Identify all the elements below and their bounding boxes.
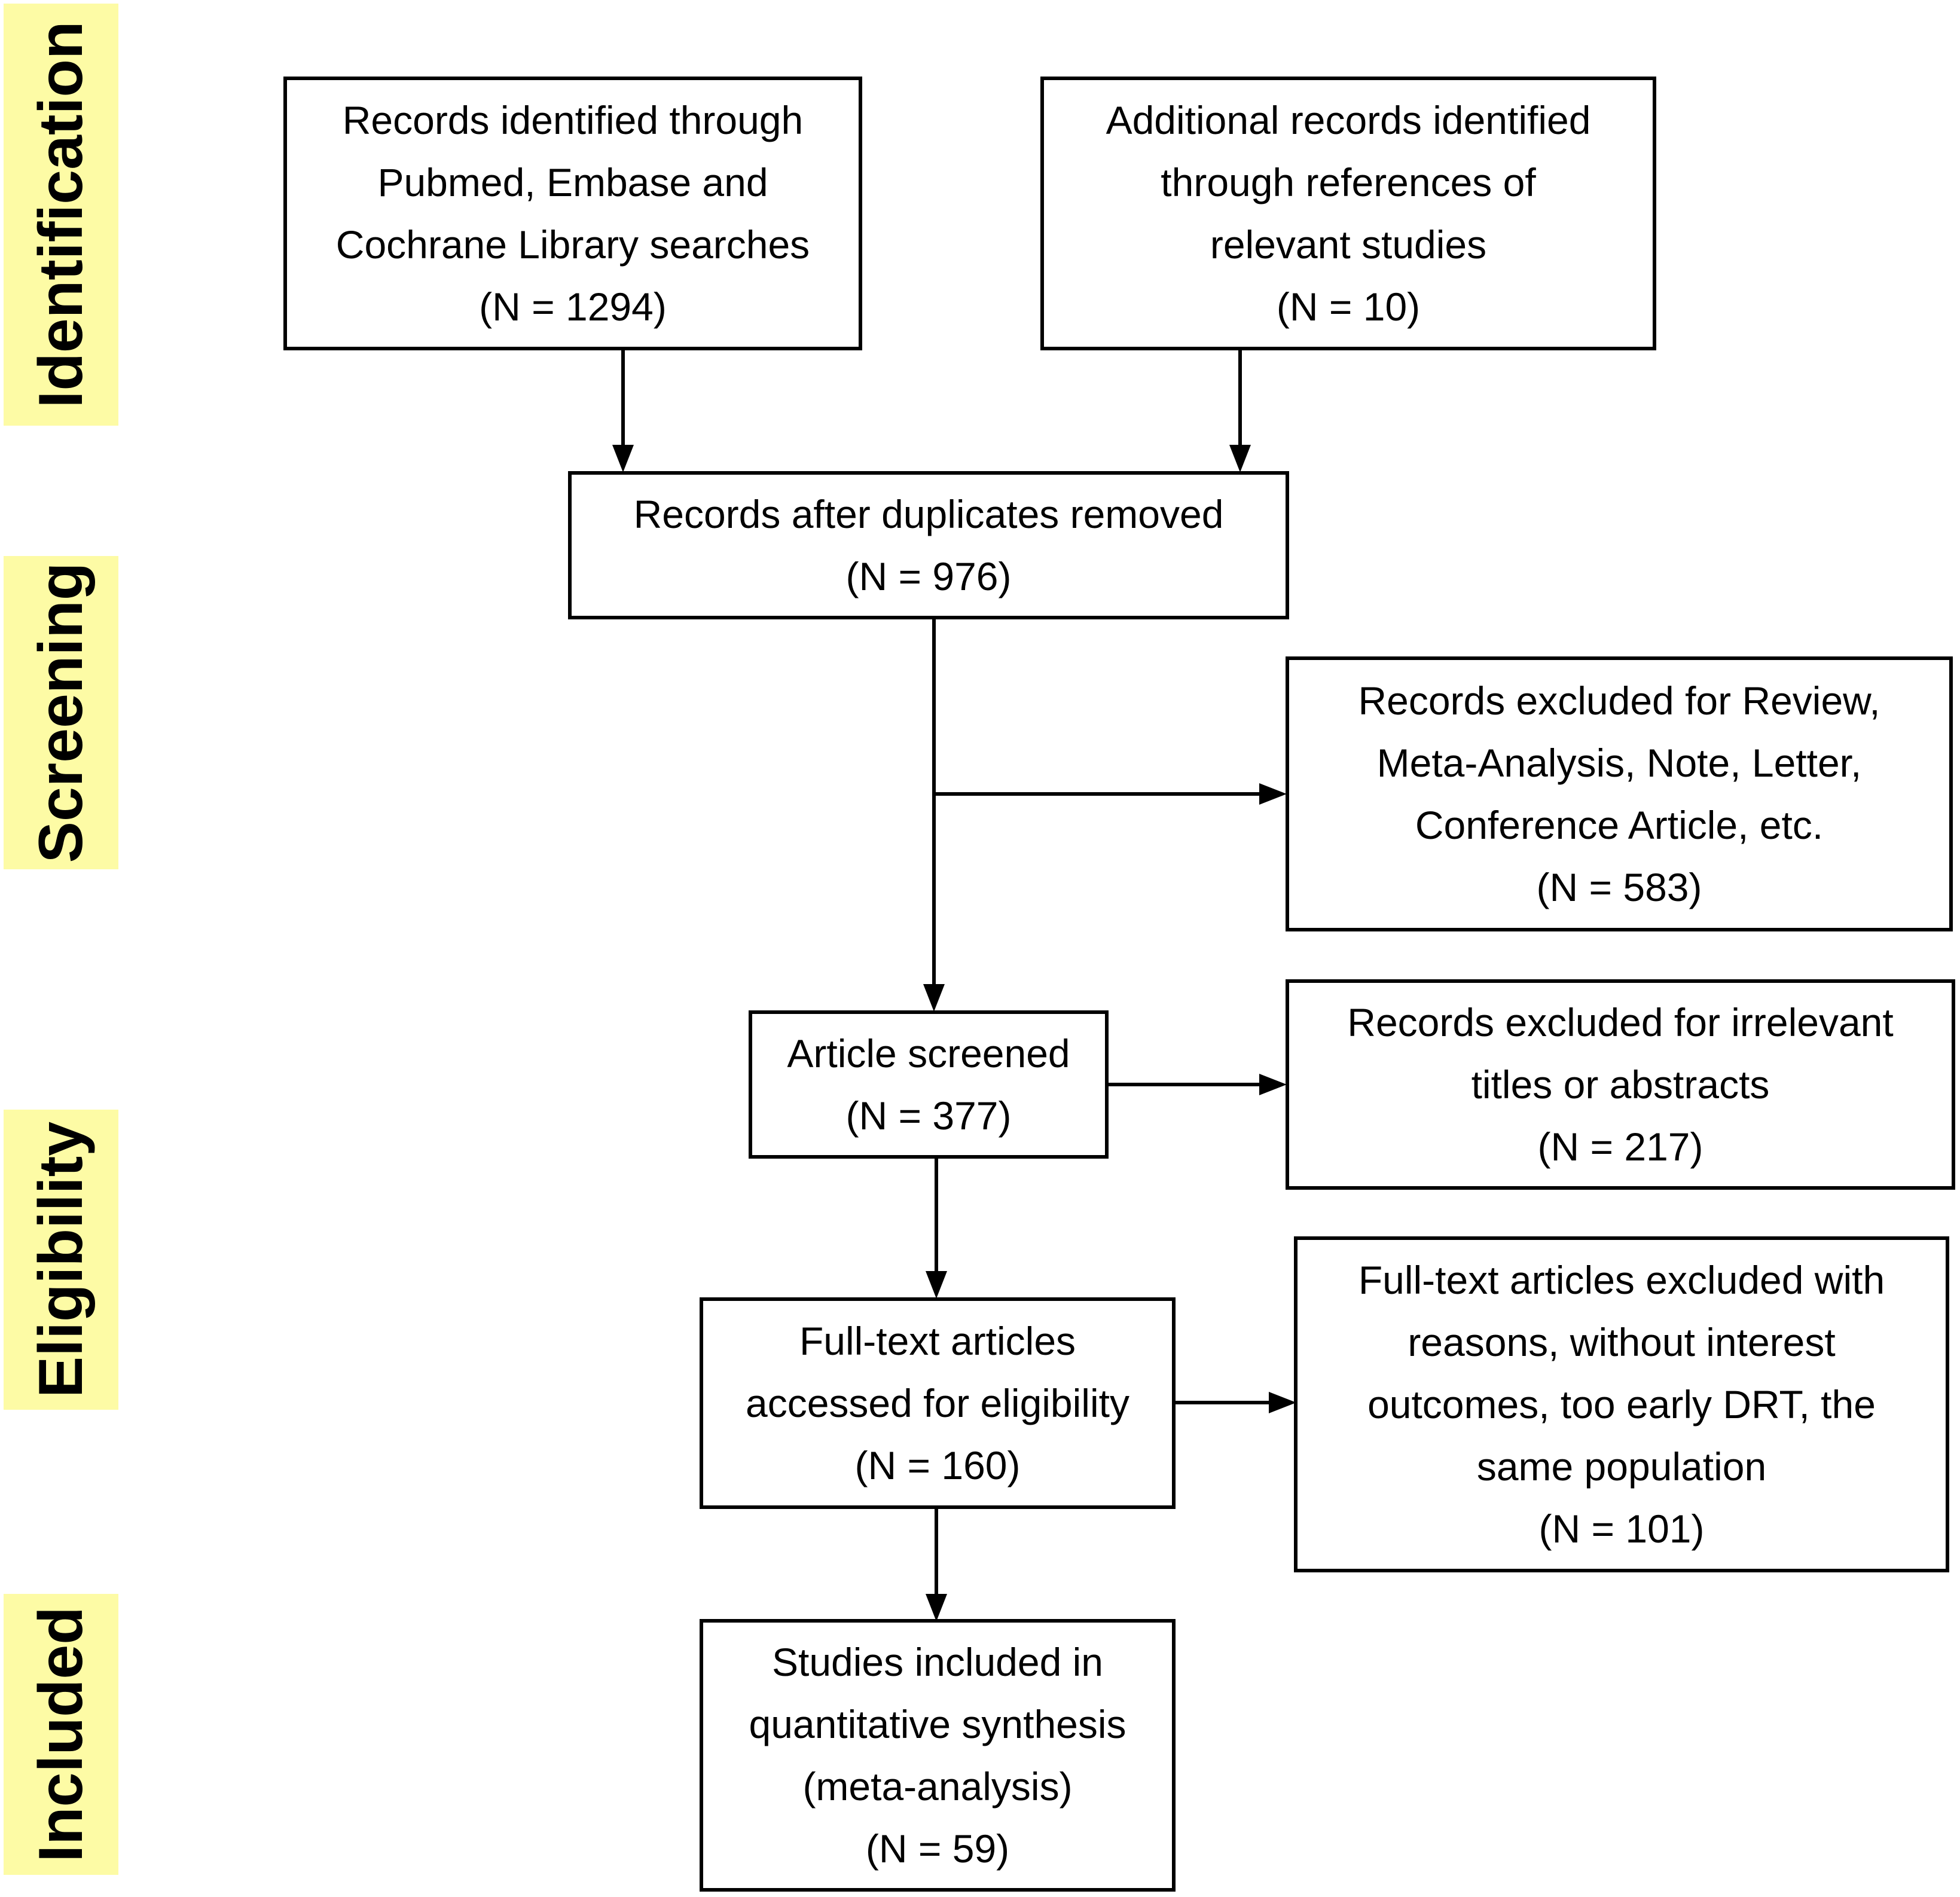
additional-records-box: Additional records identified through re… [1040,77,1656,350]
included-box: Studies included in quantitative synthes… [700,1619,1176,1892]
arrowhead-included [926,1594,947,1621]
database-search-line-3: Cochrane Library searches [335,222,810,267]
excluded-irrelevant-box: Records excluded for irrelevant titles o… [1286,979,1955,1190]
fulltext-excluded-count: (N = 101) [1538,1507,1705,1551]
fulltext-assessed-line-2: accessed for eligibility [746,1381,1129,1425]
after-duplicates-line-1: Records after duplicates removed [633,492,1224,536]
additional-records-line-1: Additional records identified [1106,98,1591,142]
after-duplicates-box: Records after duplicates removed (N = 97… [568,471,1289,619]
excluded-irrelevant-count: (N = 217) [1537,1125,1703,1169]
included-line-3: (meta-analysis) [802,1764,1073,1809]
arrowhead-additional [1229,445,1251,472]
after-duplicates-count: (N = 976) [845,554,1012,598]
additional-records-count: (N = 10) [1276,285,1421,329]
fulltext-excluded-line-2: reasons, without interest [1408,1320,1836,1364]
database-search-count: (N = 1294) [479,285,667,329]
included-count: (N = 59) [865,1826,1010,1871]
fulltext-excluded-box: Full-text articles excluded with reasons… [1294,1236,1949,1572]
arrowhead-excluded-irrelevant [1259,1074,1287,1095]
arrowhead-screened [923,984,945,1012]
arrowhead-excluded-types [1259,783,1287,805]
excluded-types-line-1: Records excluded for Review, [1358,679,1880,723]
additional-records-line-2: through references of [1161,160,1536,204]
phase-included: Included [4,1594,118,1875]
fulltext-excluded-line-4: same population [1476,1444,1767,1489]
database-search-box: Records identified through Pubmed, Embas… [283,77,862,350]
fulltext-assessed-line-1: Full-text articles [799,1319,1076,1363]
excluded-irrelevant-line-2: titles or abstracts [1471,1062,1770,1107]
fulltext-assessed-box: Full-text articles accessed for eligibil… [700,1297,1176,1509]
screened-line-1: Article screened [787,1031,1070,1076]
phase-screening: Screening [4,556,118,869]
additional-records-line-3: relevant studies [1210,222,1487,267]
excluded-types-line-2: Meta-Analysis, Note, Letter, [1376,741,1862,785]
phase-eligibility: Eligibility [4,1110,118,1410]
screened-box: Article screened (N = 377) [749,1010,1109,1159]
included-line-2: quantitative synthesis [749,1702,1126,1746]
fulltext-excluded-line-3: outcomes, too early DRT, the [1367,1382,1876,1426]
excluded-types-count: (N = 583) [1536,865,1702,909]
phase-identification: Identification [4,4,118,426]
fulltext-excluded-line-1: Full-text articles excluded with [1358,1258,1885,1302]
arrowhead-database [612,445,634,472]
arrowhead-fulltext-excluded [1269,1392,1296,1413]
excluded-irrelevant-line-1: Records excluded for irrelevant [1347,1000,1894,1044]
database-search-line-2: Pubmed, Embase and [377,160,768,204]
fulltext-assessed-count: (N = 160) [854,1443,1021,1487]
excluded-types-line-3: Conference Article, etc. [1415,803,1824,847]
screened-count: (N = 377) [845,1093,1012,1138]
arrowhead-fulltext [926,1271,947,1299]
excluded-types-box: Records excluded for Review, Meta-Analys… [1286,656,1953,931]
included-line-1: Studies included in [771,1640,1104,1684]
database-search-line-1: Records identified through [342,98,804,142]
